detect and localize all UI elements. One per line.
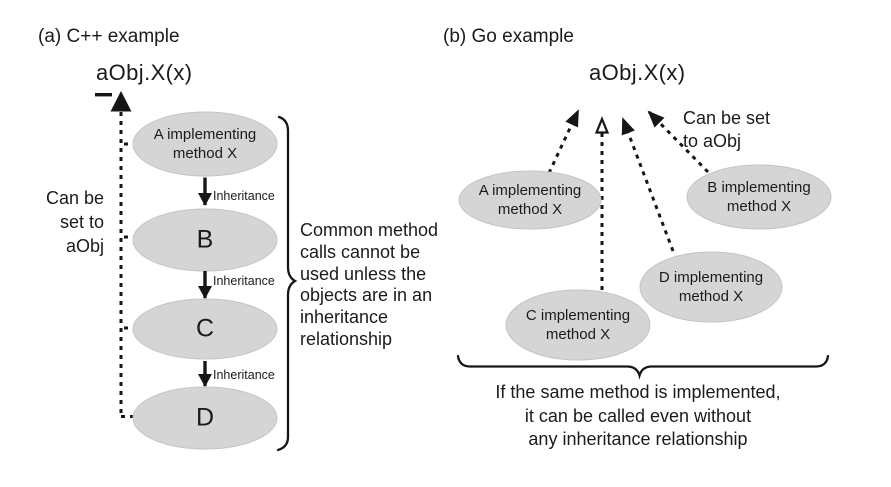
node-a-ellipse [132,111,278,177]
panel-a-side-note: Can be set to aObj [45,188,104,256]
panel-b-brace-note: If the same method is implemented, it ca… [495,382,781,449]
assign-arrowhead-up-icon [110,91,132,112]
node-c-label: C [195,314,215,343]
go-node-c-label: C implementing method X [525,307,631,343]
go-node-d-label: D implementing method X [658,269,764,305]
panel-a-brace-note: Common method calls cannot be used unles… [300,220,439,349]
horizontal-brace [456,354,830,380]
node-c-ellipse [132,298,278,360]
panel-b-call-label: aObj.X(x) [589,60,686,85]
go-node-c-ellipse [505,289,651,361]
go-arrow-from-a [547,109,580,174]
inheritance-label-3: Inheritance [213,368,275,382]
go-node-b-label: B implementing method X [707,179,811,215]
vertical-brace [276,115,298,452]
node-b-label: B [196,225,214,254]
go-node-d-ellipse [639,251,783,323]
node-d-label: D [195,403,215,432]
panel-a-call-label: aObj.X(x) [96,60,193,85]
panel-b-title: (b) Go example [443,26,574,47]
go-arrow-from-d [621,117,675,252]
inheritance-label-1: Inheritance [213,189,275,203]
go-node-b-ellipse [686,164,832,230]
panel-b-side-note: Can be set to aObj [683,108,771,151]
node-a-label: A implementing method X [153,126,257,162]
panel-a-title: (a) C++ example [38,26,180,47]
node-d-ellipse [132,386,278,450]
receiver-dash [95,93,112,97]
go-node-a-ellipse [458,170,602,230]
go-node-a-label: A implementing method X [478,182,582,218]
panel-b-shapes [456,109,832,380]
panel-a-shapes [95,91,298,452]
inheritance-label-2: Inheritance [213,274,275,288]
